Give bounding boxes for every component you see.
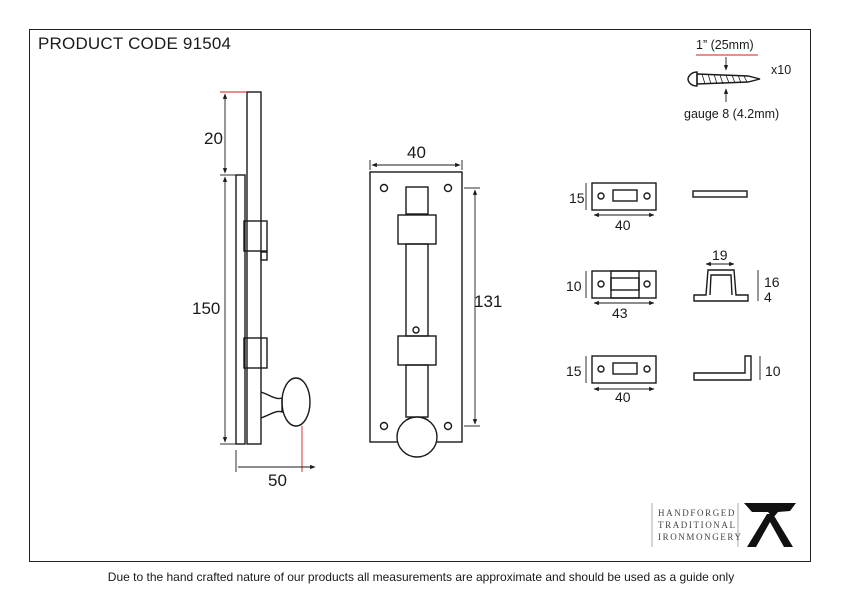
keep-2-staple-height-label: 16 [764,274,780,290]
side-height-label: 150 [192,299,220,318]
keep-2-width-label: 43 [612,305,628,321]
front-view-bolt [369,171,463,458]
keep-3-height-label: 15 [566,363,582,379]
keep-3-width-label: 40 [615,389,631,405]
logo-line-3: IRONMONGERY [658,532,743,542]
footer-disclaimer: Due to the hand crafted nature of our pr… [107,570,735,584]
keep-2-staple-flange-label: 4 [764,289,772,305]
side-view-bolt [235,91,311,445]
keep-2-diagram [591,269,749,302]
side-view-dimensions [220,91,316,472]
keep-1-diagram [591,182,748,211]
screw-length-label: 1” (25mm) [696,38,754,52]
keep-1-height-label: 15 [569,190,585,206]
product-code: PRODUCT CODE 91504 [38,34,232,53]
logo-line-2: TRADITIONAL [658,520,737,530]
front-view-dimensions [369,160,480,427]
keep-3-angle-height-label: 10 [765,363,781,379]
front-height-label: 131 [474,292,502,311]
logo-line-1: HANDFORGED [658,508,736,518]
side-projection-label: 50 [268,471,287,490]
keep-2-dimensions [585,261,759,306]
keep-1-dimensions [585,183,655,218]
keep-2-staple-width-label: 19 [712,247,728,263]
front-width-label: 40 [407,143,426,162]
side-top-offset-label: 20 [204,129,223,148]
keep-1-width-label: 40 [615,217,631,233]
screw-gauge-label: gauge 8 (4.2mm) [684,107,779,121]
screw-quantity-label: x10 [771,63,791,77]
screw-diagram [687,54,761,102]
anvil-logo-icon [744,503,796,547]
keep-2-height-label: 10 [566,278,582,294]
keep-3-diagram [591,355,752,384]
drawing-frame [29,29,811,562]
brand-logo: HANDFORGED TRADITIONAL IRONMONGERY [651,503,796,547]
keep-3-dimensions [585,356,761,392]
